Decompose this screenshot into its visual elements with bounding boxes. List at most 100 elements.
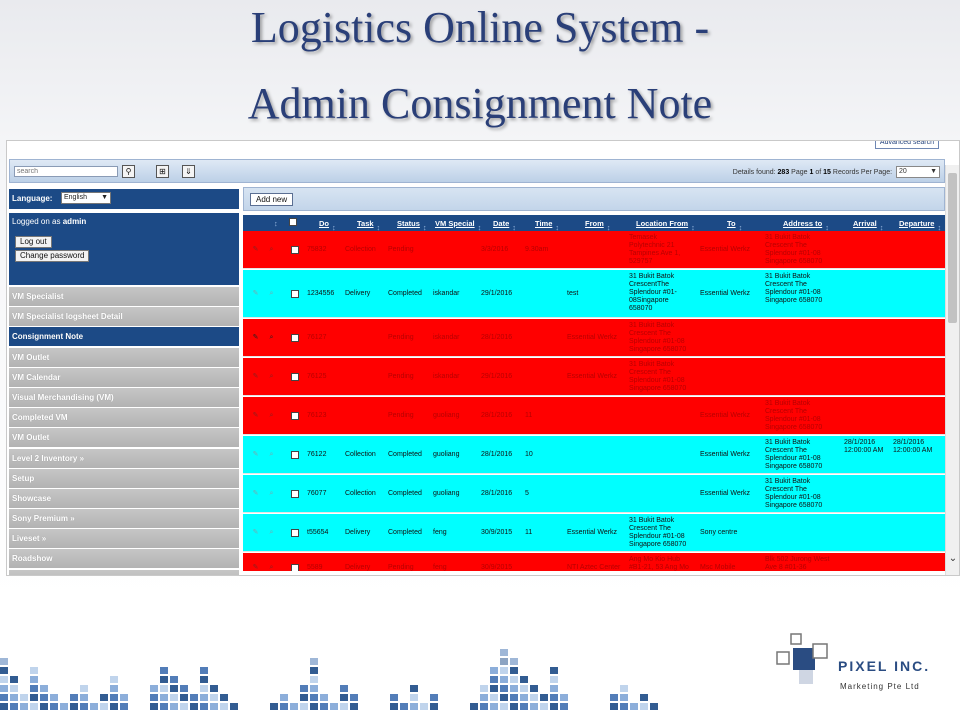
edit-icon[interactable]: ✎ (252, 490, 259, 497)
sidebar-menu-item[interactable]: VM Outlet (9, 347, 239, 367)
cell-date: 29/1/2016 (481, 373, 513, 380)
sidebar-menu-item[interactable]: Consignment Note (9, 327, 239, 347)
row-checkbox[interactable] (291, 564, 299, 571)
edit-icon[interactable]: ✎ (252, 564, 259, 571)
export-icon[interactable]: ⊞ (156, 165, 169, 178)
cell-from: Essential Werkz (567, 529, 618, 536)
sidebar-menu-item[interactable]: Sony Consignmentnote (9, 569, 239, 575)
column-header[interactable]: Address to↕ (783, 219, 829, 232)
language-select[interactable]: English ▼ (61, 192, 111, 204)
sidebar-menu-item[interactable]: Roadshow (9, 549, 239, 569)
cell-task: Collection (345, 451, 376, 458)
column-header[interactable]: Do↕ (319, 219, 336, 232)
column-header[interactable]: Date↕ (493, 219, 517, 232)
view-icon[interactable]: ⌕ (269, 451, 274, 458)
column-header[interactable]: Task↕ (357, 219, 381, 232)
cell-do: t55654 (307, 529, 329, 536)
cell-location-from: 31 Bukit Batok Crescent The Splendour #0… (629, 517, 687, 548)
cell-status: Completed (388, 490, 422, 497)
search-input[interactable] (14, 166, 118, 177)
cell-location-from: Ang Mo Kio Hub #B1-21, 53 Ang Mo (629, 556, 689, 571)
column-header[interactable]: Location From↕ (636, 219, 695, 232)
edit-icon[interactable]: ✎ (252, 334, 259, 341)
chevron-down-icon[interactable]: ⌄ (948, 553, 958, 564)
language-value: English (64, 194, 87, 201)
sidebar-menu-item[interactable]: VM Specialist (9, 287, 239, 306)
edit-icon[interactable]: ✎ (252, 412, 259, 419)
view-icon[interactable]: ⌕ (269, 334, 274, 341)
cell-date: 29/1/2016 (481, 290, 513, 297)
sidebar-menu-item[interactable]: Visual Merchandising (VM) (9, 387, 239, 407)
view-icon[interactable]: ⌕ (269, 490, 274, 497)
column-header[interactable]: To↕ (727, 219, 743, 232)
sort-icon: ↕ (879, 223, 884, 232)
column-header[interactable]: From↕ (585, 219, 611, 232)
cell-status: Pending (388, 246, 414, 253)
add-new-button[interactable]: Add new (250, 193, 294, 206)
edit-icon[interactable]: ✎ (252, 290, 259, 297)
search-icon[interactable]: ⚲ (122, 165, 135, 178)
view-icon[interactable]: ⌕ (269, 529, 274, 536)
cell-date: 28/1/2016 (481, 334, 513, 341)
edit-icon[interactable]: ✎ (252, 451, 259, 458)
row-checkbox[interactable] (291, 246, 299, 254)
sidebar-menu-item[interactable]: Setup (9, 468, 239, 488)
row-checkbox[interactable] (291, 451, 299, 459)
view-icon[interactable]: ⌕ (269, 246, 274, 253)
row-checkbox[interactable] (291, 373, 299, 381)
language-bar: Language: English ▼ (9, 189, 239, 209)
column-header[interactable]: VM Special↕ (435, 219, 482, 232)
scrollbar[interactable]: ⌄ (945, 165, 959, 575)
column-header[interactable]: Time↕ (535, 219, 560, 232)
column-header[interactable]: Arrival↕ (853, 219, 884, 232)
sidebar-menu-item[interactable]: Sony Premium » (9, 509, 239, 529)
row-checkbox[interactable] (291, 529, 299, 537)
view-icon[interactable]: ⌕ (269, 290, 274, 297)
advanced-search-button[interactable]: Advanced search (874, 141, 939, 149)
edit-icon[interactable]: ✎ (252, 529, 259, 536)
view-icon[interactable]: ⌕ (269, 564, 274, 571)
row-checkbox[interactable] (291, 334, 299, 342)
sidebar-menu-item[interactable]: Level 2 Inventory » (9, 448, 239, 468)
sidebar-menu-item[interactable]: Completed VM (9, 408, 239, 428)
edit-icon[interactable]: ✎ (252, 246, 259, 253)
view-icon[interactable]: ⌕ (269, 412, 274, 419)
sort-icon: ↕ (422, 223, 427, 232)
scroll-thumb[interactable] (948, 173, 957, 323)
row-checkbox[interactable] (291, 412, 299, 420)
cell-address-to: Blk 502 Jurong West Ave 8 #01-36 (765, 556, 830, 571)
sidebar-menu-item[interactable]: VM Specialist logsheet Detail (9, 307, 239, 327)
sidebar-menu-item[interactable]: Showcase (9, 488, 239, 508)
change-password-button[interactable]: Change password (15, 250, 90, 262)
cell-to: Essential Werkz (700, 246, 751, 253)
edit-icon[interactable]: ✎ (252, 373, 259, 380)
sidebar-menu-item[interactable]: Liveset » (9, 529, 239, 549)
cell-address-to: 31 Bukit Batok Crescent The Splendour #0… (765, 439, 823, 470)
row-checkbox[interactable] (291, 490, 299, 498)
logout-button[interactable]: Log out (15, 236, 52, 248)
select-all-checkbox[interactable] (289, 218, 297, 226)
column-header[interactable]: Departure↕ (899, 219, 942, 232)
expand-icon[interactable]: ⇓ (182, 165, 195, 178)
row-checkbox[interactable] (291, 290, 299, 298)
view-icon[interactable]: ⌕ (269, 373, 274, 380)
sort-icon: ↕ (691, 223, 695, 232)
chevron-down-icon: ▼ (101, 194, 108, 201)
records-per-page-select[interactable]: 20▼ (896, 166, 940, 178)
cell-status: Completed (388, 290, 422, 297)
column-header[interactable]: Status↕ (397, 219, 427, 232)
cell-from: Essential Werkz (567, 373, 618, 380)
sidebar-menu-item[interactable]: VM Calendar (9, 367, 239, 387)
sort-icon: ↕ (274, 219, 278, 228)
sort-icon: ↕ (332, 223, 336, 232)
sidebar-menu-item[interactable]: VM Outlet (9, 428, 239, 448)
